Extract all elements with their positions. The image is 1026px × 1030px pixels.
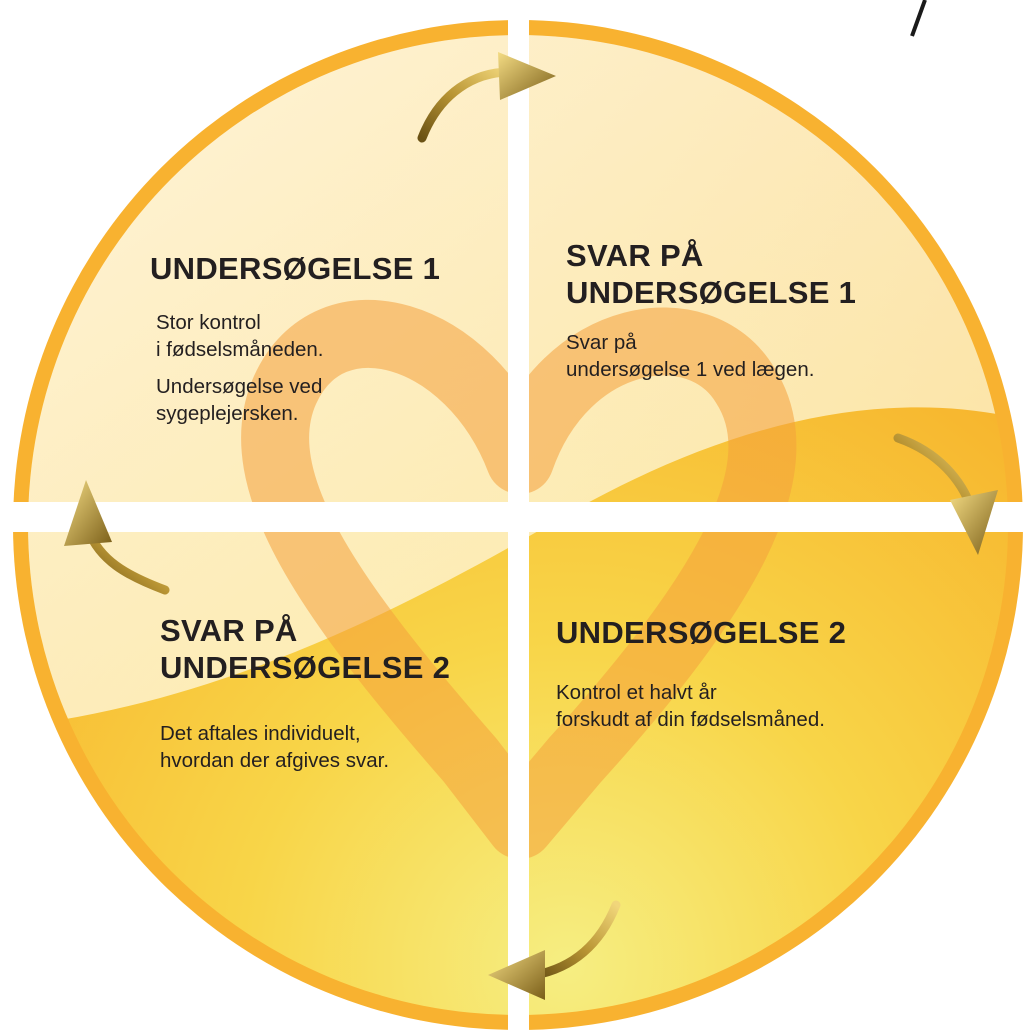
quadrant-title: SVAR PÅ UNDERSØGELSE 1 [566, 238, 857, 310]
quadrant-bottom-right: UNDERSØGELSE 2 Kontrol et halvt år forsk… [556, 614, 846, 733]
arrow-top [417, 52, 556, 143]
arrow-head [488, 950, 545, 1000]
quadrant-text: Det aftales individuelt, hvordan der afg… [160, 722, 390, 772]
quadrant-text: Kontrol et halvt år forskudt af din føds… [556, 681, 825, 731]
curved-arrow-icon [417, 67, 515, 143]
arrow-head [64, 480, 112, 546]
curved-arrow-icon [530, 900, 621, 980]
quadrant-text: Svar på undersøgelse 1 ved lægen. [566, 331, 815, 381]
quadrant-bottom-left: SVAR PÅ UNDERSØGELSE 2 Det aftales indiv… [160, 612, 450, 774]
quadrant-title: UNDERSØGELSE 2 [556, 615, 847, 650]
quadrant-text: Undersøgelse ved sygeplejersken. [156, 375, 323, 425]
arrow-head [950, 490, 998, 555]
quadrant-top-left: UNDERSØGELSE 1 Stor kontrol i fødselsmån… [150, 250, 440, 427]
arrow-right [893, 433, 998, 555]
quadrant-title: UNDERSØGELSE 1 [150, 251, 441, 286]
arrow-head [498, 52, 556, 100]
arrow-left [64, 480, 170, 595]
quadrant-title: SVAR PÅ UNDERSØGELSE 2 [160, 613, 451, 685]
quadrant-top-right: SVAR PÅ UNDERSØGELSE 1 Svar på undersøge… [566, 237, 856, 383]
arrow-bottom [488, 900, 621, 1000]
corner-mark [910, 0, 927, 37]
horizontal-divider [0, 502, 1026, 532]
quadrant-text: Stor kontrol i fødselsmåneden. [156, 311, 324, 361]
